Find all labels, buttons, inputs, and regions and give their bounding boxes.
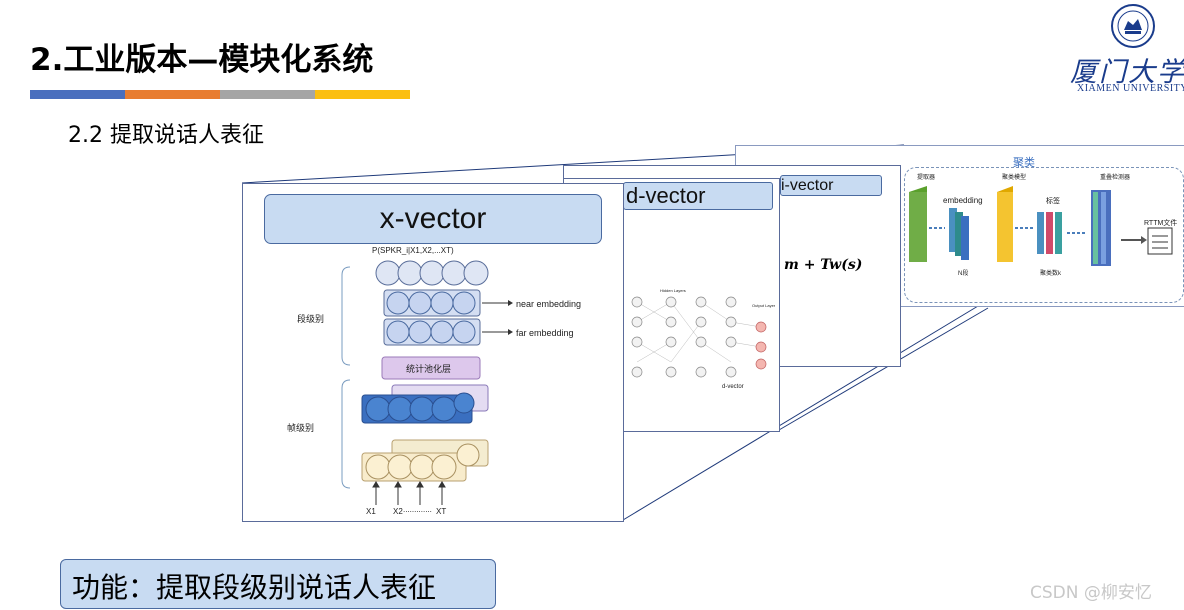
tags-label: 标签	[1046, 198, 1060, 205]
university-name-cn: 厦门大学	[1070, 57, 1184, 88]
input-xt: XT	[436, 507, 447, 516]
cluster-model-label: 聚类模型	[1002, 175, 1027, 181]
section-subtitle: 2.2 提取说话人表征	[68, 123, 264, 148]
n-segments-label: N段	[958, 271, 969, 277]
university-seal-logo	[1111, 4, 1155, 48]
cluster-label: 聚类	[1013, 157, 1035, 169]
dvector-caption: d-vector	[722, 384, 744, 390]
near-embedding-label: near embedding	[516, 299, 582, 309]
pipeline-graphic	[909, 186, 1173, 266]
university-name-en: XIAMEN UNIVERSITY	[1077, 83, 1184, 94]
extractor-label: 提取器	[917, 175, 936, 181]
input-x2: X2	[393, 507, 403, 516]
xvector-network	[341, 260, 513, 505]
dvector-title: d-vector	[623, 182, 773, 210]
input-x1: X1	[366, 507, 376, 516]
accent-bar-gray	[220, 90, 315, 99]
embedding-label: embedding	[943, 196, 983, 205]
far-embedding-label: far embedding	[516, 328, 574, 338]
rttm-label: RTTM文件	[1144, 220, 1178, 227]
overlap-detector-label: 重叠检测器	[1100, 175, 1131, 181]
segment-level-label: 段级别	[297, 314, 325, 324]
ivector-title: i-vector	[780, 175, 882, 196]
watermark: CSDN @柳安忆	[1030, 583, 1152, 603]
ivector-formula: m + Tw(s)	[784, 257, 863, 273]
accent-bar-blue	[30, 90, 125, 99]
cluster-count-label: 聚类数k	[1040, 271, 1062, 277]
function-box	[60, 559, 496, 609]
dvector-hidden-label: Hidden Layers	[660, 288, 686, 293]
dnn-diagram	[631, 296, 767, 378]
xvector-probability-label: P(SPKR_i|X1,X2,...XT)	[372, 246, 454, 255]
accent-bar-yellow	[315, 90, 410, 99]
input-dots: .............	[403, 505, 432, 514]
page-title: 2.工业版本—模块化系统	[30, 42, 374, 78]
accent-bar-orange	[125, 90, 220, 99]
dvector-output-label: Output Layer	[752, 303, 776, 308]
frame-level-label: 帧级别	[287, 423, 315, 433]
stats-pooling-label: 统计池化层	[406, 364, 452, 374]
function-text: 功能：提取段级别说话人表征	[72, 571, 437, 604]
xvector-title: x-vector	[264, 194, 602, 244]
